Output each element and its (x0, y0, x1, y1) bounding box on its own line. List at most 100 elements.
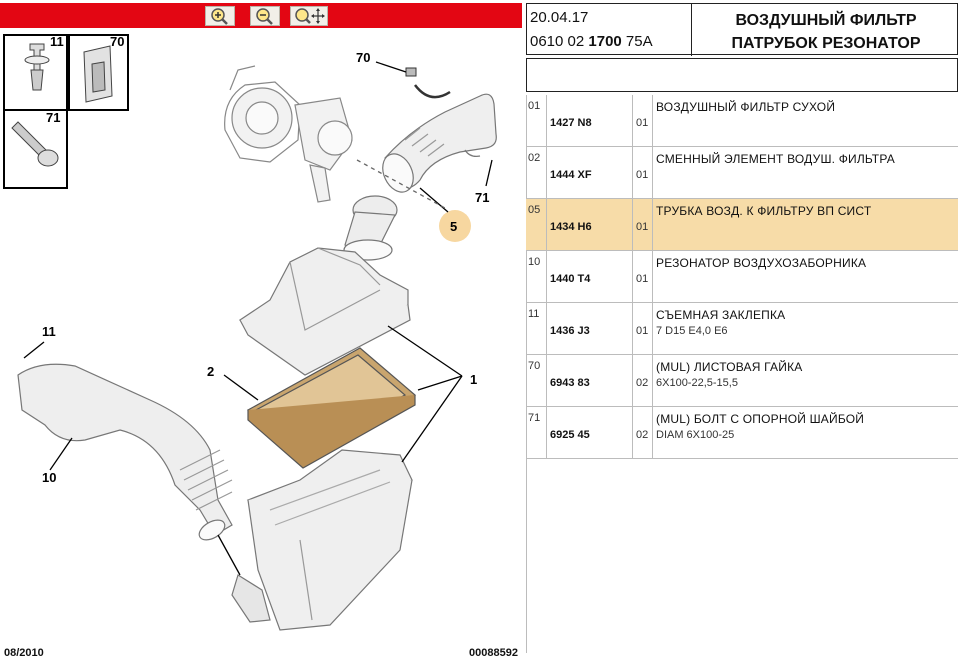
turbocharger (224, 65, 353, 203)
callout-10: 10 (42, 470, 56, 485)
description-line-1: СЪЕМНАЯ ЗАКЛЕПКА (656, 308, 786, 322)
zoom-pan-button[interactable] (290, 6, 328, 26)
table-row[interactable]: 02 1444 XF 01 СМЕННЫЙ ЭЛЕМЕНТ ВОДУШ. ФИЛ… (526, 147, 958, 199)
col-divider (526, 251, 547, 303)
table-row-highlighted[interactable]: 05 1434 H6 01 ТРУБКА ВОЗД. К ФИЛЬТРУ ВП … (526, 199, 958, 251)
hose-connector (414, 84, 451, 99)
zoom-out-button[interactable] (250, 6, 280, 26)
col-divider (547, 199, 633, 251)
part-reference[interactable]: 1427 N8 (550, 117, 592, 129)
col-divider (547, 95, 633, 147)
table-row[interactable]: 71 6925 45 02 (MUL) БОЛТ С ОПОРНОЙ ШАЙБО… (526, 407, 958, 459)
part-description: СЪЕМНАЯ ЗАКЛЕПКА 7 D15 E4,0 E6 (656, 307, 785, 339)
part-quantity: 01 (636, 221, 649, 233)
intake-resonator-10 (17, 363, 233, 541)
header-reference: 0610 02 1700 75A (530, 33, 653, 50)
table-left-border-bottom (526, 459, 527, 653)
col-divider (633, 355, 653, 407)
part-position: 01 (528, 100, 541, 112)
zoom-pan-icon (295, 8, 325, 24)
table-row[interactable]: 01 1427 N8 01 ВОЗДУШНЫЙ ФИЛЬТР СУХОЙ (526, 95, 958, 147)
part-position: 10 (528, 256, 541, 268)
description-line-1: (MUL) БОЛТ С ОПОРНОЙ ШАЙБОЙ (656, 412, 865, 426)
table-row[interactable]: 11 1436 J3 01 СЪЕМНАЯ ЗАКЛЕПКА 7 D15 E4,0… (526, 303, 958, 355)
col-divider (526, 303, 547, 355)
filter-housing-lower (231, 449, 413, 631)
description-line-1: (MUL) ЛИСТОВАЯ ГАЙКА (656, 360, 803, 374)
col-divider (633, 407, 653, 459)
description-line-2: 7 D15 E4,0 E6 (656, 325, 728, 337)
col-divider (526, 355, 547, 407)
info-bar (526, 58, 958, 92)
description-line-1: РЕЗОНАТОР ВОЗДУХОЗАБОРНИКА (656, 256, 867, 270)
ref-suffix: 75A (621, 33, 653, 50)
callout-70: 70 (356, 50, 370, 65)
col-divider (526, 199, 547, 251)
part-reference[interactable]: 1444 XF (550, 169, 592, 181)
col-divider (633, 147, 653, 199)
resonator-duct-5 (382, 93, 497, 193)
col-divider (547, 303, 633, 355)
part-reference[interactable]: 6925 45 (550, 429, 590, 441)
header-date: 20.04.17 (530, 9, 589, 26)
col-divider (547, 407, 633, 459)
table-row[interactable]: 10 1440 T4 01 РЕЗОНАТОР ВОЗДУХОЗАБОРНИКА (526, 251, 958, 303)
diagram-toolbar (0, 3, 522, 28)
description-line-1: ВОЗДУШНЫЙ ФИЛЬТР СУХОЙ (656, 100, 836, 114)
table-left-border (526, 95, 527, 459)
col-divider (526, 147, 547, 199)
part-quantity: 01 (636, 117, 649, 129)
fastener-box-11 (3, 34, 68, 111)
part-description: ТРУБКА ВОЗД. К ФИЛЬТРУ ВП СИСТ (656, 203, 871, 219)
part-quantity: 01 (636, 273, 649, 285)
col-divider (633, 251, 653, 303)
part-quantity: 01 (636, 325, 649, 337)
part-position: 05 (528, 204, 541, 216)
part-description: СМЕННЫЙ ЭЛЕМЕНТ ВОДУШ. ФИЛЬТРА (656, 151, 895, 167)
description-line-2: DIAM 6X100-25 (656, 429, 735, 441)
title-line-2: ПАТРУБОК РЕЗОНАТОР (731, 35, 921, 52)
callout-2: 2 (207, 364, 214, 379)
part-reference[interactable]: 1436 J3 (550, 325, 590, 337)
part-quantity: 02 (636, 377, 649, 389)
parts-table: 01 1427 N8 01 ВОЗДУШНЫЙ ФИЛЬТР СУХОЙ 02 … (526, 95, 958, 459)
parts-list-pane: 20.04.17 0610 02 1700 75A ВОЗДУШНЫЙ ФИЛЬ… (526, 3, 958, 653)
col-divider (633, 199, 653, 251)
fastener-box-70 (68, 34, 129, 111)
callout-71-box: 71 (46, 110, 60, 125)
part-description: ВОЗДУШНЫЙ ФИЛЬТР СУХОЙ (656, 99, 835, 115)
part-position: 11 (528, 308, 540, 320)
col-divider (526, 95, 547, 147)
parts-header: 20.04.17 0610 02 1700 75A ВОЗДУШНЫЙ ФИЛЬ… (526, 3, 958, 56)
header-divider (691, 4, 692, 56)
callout-70-box: 70 (110, 34, 124, 49)
exploded-parts-diagram: 11 70 71 (3, 34, 497, 631)
fastener-box-71 (3, 109, 68, 189)
description-line-2: 6X100-22,5-15,5 (656, 377, 738, 389)
callout-71: 71 (475, 190, 489, 205)
description-line-1: СМЕННЫЙ ЭЛЕМЕНТ ВОДУШ. ФИЛЬТРА (656, 152, 895, 166)
part-reference[interactable]: 6943 83 (550, 377, 590, 389)
leader-lines (23, 61, 493, 576)
title-line-1: ВОЗДУШНЫЙ ФИЛЬТР (735, 12, 917, 29)
part-reference[interactable]: 1434 H6 (550, 221, 592, 233)
sheet-nut-70 (405, 67, 417, 77)
part-reference[interactable]: 1440 T4 (550, 273, 591, 285)
filter-housing-upper (238, 247, 411, 376)
part-position: 02 (528, 152, 541, 164)
ref-bold: 1700 (588, 33, 622, 50)
col-divider (633, 95, 653, 147)
col-divider (547, 147, 633, 199)
callout-5: 5 (450, 219, 457, 234)
callout-1: 1 (470, 372, 477, 387)
part-description: РЕЗОНАТОР ВОЗДУХОЗАБОРНИКА (656, 255, 866, 271)
zoom-in-button[interactable] (205, 6, 235, 26)
part-position: 71 (528, 412, 541, 424)
col-divider (547, 355, 633, 407)
col-divider (633, 303, 653, 355)
zoom-in-icon (211, 8, 228, 25)
zoom-out-icon (256, 8, 273, 25)
filter-element-2 (246, 347, 417, 469)
air-flow-adapter (343, 195, 398, 261)
